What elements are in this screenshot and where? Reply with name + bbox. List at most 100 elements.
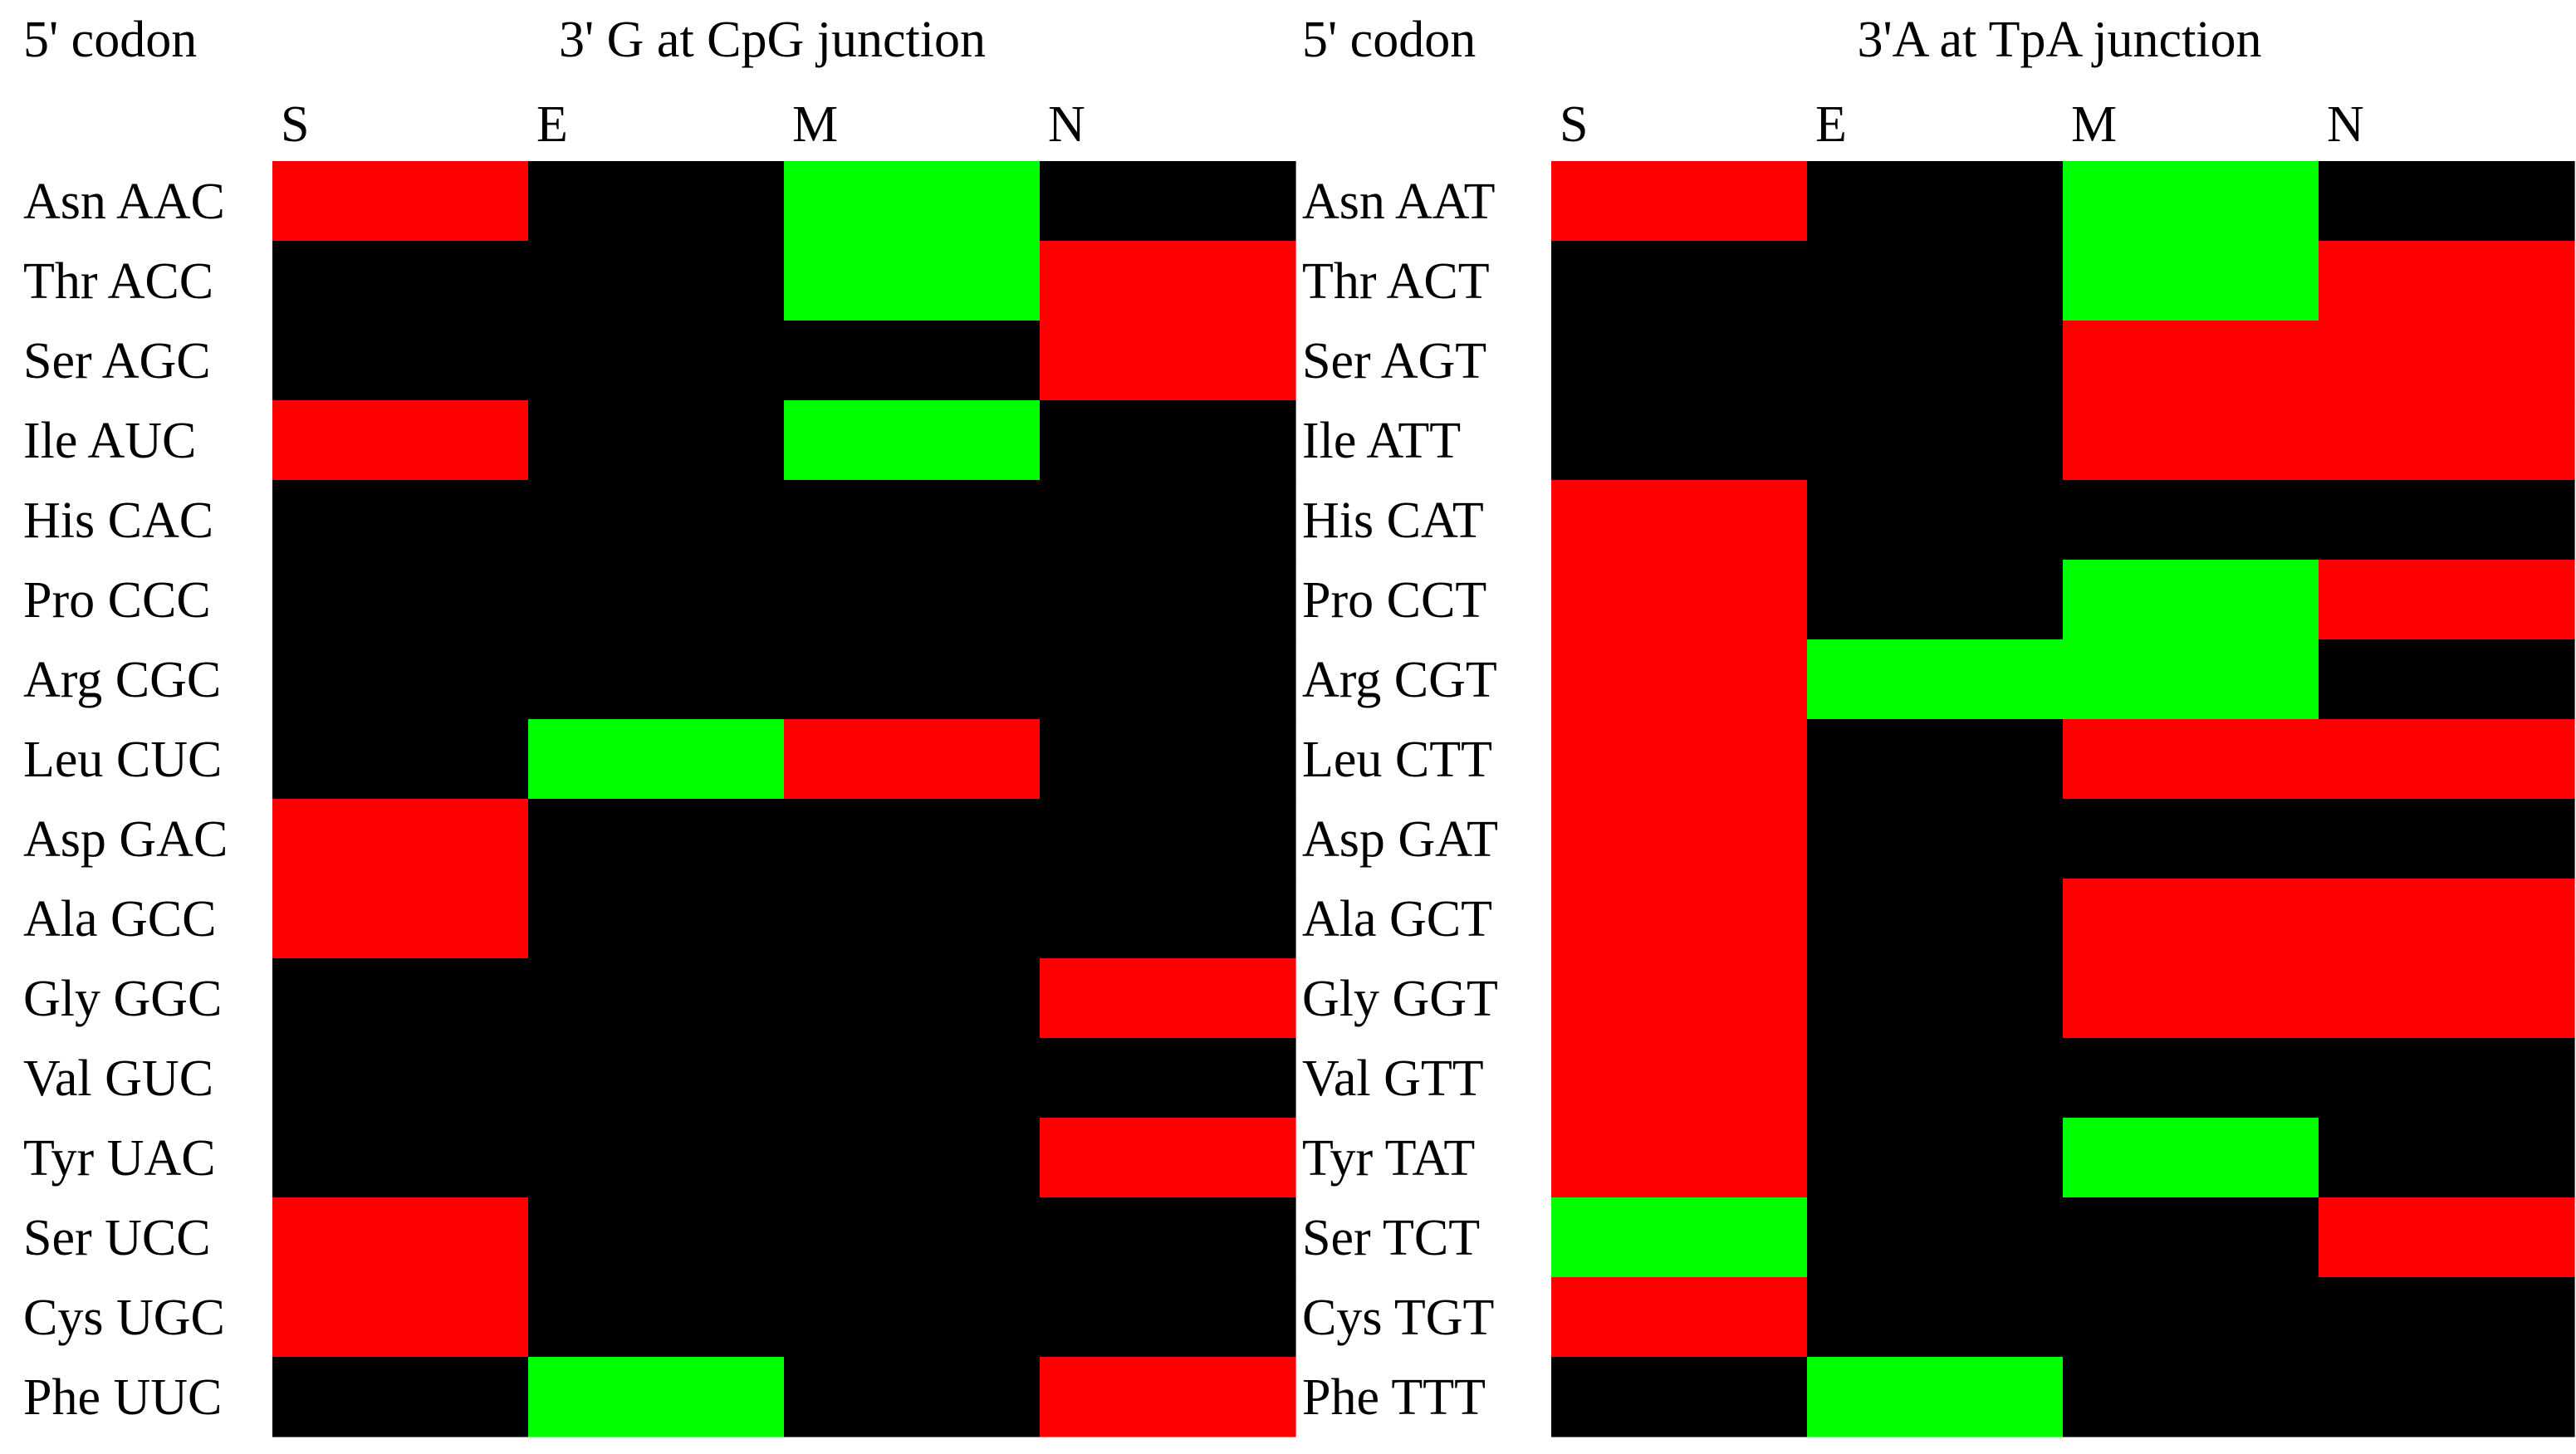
heatmap-cell-cpg-e [528, 241, 785, 321]
heatmap-cell-cpg-s [272, 799, 529, 879]
heatmap-cell-tpa-n [2319, 879, 2575, 959]
row-label-cpg: Leu CUC [23, 732, 222, 788]
row-header-right: 5' codon [1302, 12, 1476, 68]
heatmap-cell-tpa-n [2319, 639, 2575, 720]
heatmap-cell-cpg-s [272, 719, 529, 800]
row-label-cpg: Ser UCC [23, 1210, 211, 1266]
heatmap-cell-tpa-n [2319, 400, 2575, 481]
heatmap-cell-cpg-s [272, 241, 529, 321]
heatmap-cell-tpa-e [1807, 958, 2064, 1039]
heatmap-cell-cpg-e [528, 400, 785, 481]
heatmap-cell-cpg-n [1040, 1197, 1296, 1278]
heatmap-cell-tpa-n [2319, 241, 2575, 321]
heatmap-cell-cpg-m [784, 1277, 1041, 1358]
heatmap-cell-cpg-m [784, 799, 1041, 879]
heatmap-cell-tpa-s [1551, 1197, 1808, 1278]
heatmap-cell-tpa-e [1807, 639, 2064, 720]
heatmap-cell-tpa-n [2319, 560, 2575, 640]
heatmap-cell-cpg-m [784, 639, 1041, 720]
heatmap-cell-tpa-n [2319, 958, 2575, 1039]
heatmap-cell-tpa-s [1551, 958, 1808, 1039]
row-label-cpg: Ala GCC [23, 891, 217, 947]
heatmap-cell-cpg-e [528, 480, 785, 561]
heatmap-cell-cpg-s [272, 1038, 529, 1119]
heatmap-cell-cpg-n [1040, 879, 1296, 959]
heatmap-cell-tpa-e [1807, 161, 2064, 242]
heatmap-cell-tpa-m [2063, 1197, 2319, 1278]
heatmap-cell-cpg-m [784, 560, 1041, 640]
heatmap-cell-tpa-m [2063, 958, 2319, 1039]
heatmap-cell-tpa-m [2063, 241, 2319, 321]
heatmap-cell-cpg-m [784, 161, 1041, 242]
row-label-tpa: Arg CGT [1302, 652, 1497, 708]
heatmap-cell-tpa-n [2319, 321, 2575, 401]
row-label-cpg: Phe UUC [23, 1369, 222, 1426]
heatmap-cell-cpg-s [272, 639, 529, 720]
heatmap-cell-tpa-e [1807, 1118, 2064, 1198]
heatmap-cell-cpg-m [784, 400, 1041, 481]
heatmap-cell-tpa-e [1807, 480, 2064, 561]
heatmap-cell-tpa-n [2319, 1357, 2575, 1437]
row-label-cpg: Ile AUC [23, 413, 196, 469]
heatmap-cell-cpg-s [272, 1357, 529, 1437]
column-label-m-cpg: M [792, 96, 838, 153]
row-label-cpg: Gly GGC [23, 971, 222, 1027]
column-label-n-cpg: N [1048, 96, 1085, 153]
heatmap-cell-tpa-m [2063, 1038, 2319, 1119]
row-header-left: 5' codon [23, 12, 197, 68]
row-label-tpa: Gly GGT [1302, 971, 1498, 1027]
heatmap-cell-cpg-n [1040, 241, 1296, 321]
heatmap-cell-cpg-e [528, 560, 785, 640]
heatmap-cell-cpg-s [272, 161, 529, 242]
heatmap-cell-tpa-s [1551, 799, 1808, 879]
row-label-tpa: Ala GCT [1302, 891, 1492, 947]
row-label-cpg: Asp GAC [23, 811, 228, 868]
row-label-tpa: Val GTT [1302, 1050, 1484, 1107]
row-label-tpa: Cys TGT [1302, 1290, 1494, 1346]
heatmap-cell-cpg-m [784, 480, 1041, 561]
column-label-m-tpa: M [2071, 96, 2117, 153]
heatmap-cell-cpg-e [528, 879, 785, 959]
heatmap-cell-tpa-n [2319, 1277, 2575, 1358]
heatmap-cell-tpa-m [2063, 400, 2319, 481]
heatmap-cell-tpa-m [2063, 560, 2319, 640]
heatmap-cell-tpa-e [1807, 241, 2064, 321]
row-label-tpa: Ser TCT [1302, 1210, 1480, 1266]
heatmap-cell-cpg-s [272, 400, 529, 481]
row-label-tpa: Tyr TAT [1302, 1130, 1475, 1187]
heatmap-cell-cpg-n [1040, 1357, 1296, 1437]
heatmap-cell-cpg-n [1040, 1038, 1296, 1119]
row-label-cpg: Cys UGC [23, 1290, 225, 1346]
row-label-tpa: Pro CCT [1302, 572, 1486, 629]
heatmap-cell-tpa-m [2063, 1277, 2319, 1358]
heatmap-cell-tpa-e [1807, 1197, 2064, 1278]
heatmap-cell-cpg-s [272, 321, 529, 401]
heatmap-cell-cpg-s [272, 958, 529, 1039]
heatmap-cell-tpa-e [1807, 1038, 2064, 1119]
heatmap-cell-cpg-e [528, 799, 785, 879]
row-label-cpg: Pro CCC [23, 572, 211, 629]
heatmap-cell-tpa-m [2063, 799, 2319, 879]
heatmap-cell-tpa-e [1807, 879, 2064, 959]
row-label-cpg: His CAC [23, 492, 213, 549]
heatmap-cell-tpa-n [2319, 1118, 2575, 1198]
row-label-tpa: Phe TTT [1302, 1369, 1486, 1426]
heatmap-cell-tpa-s [1551, 1038, 1808, 1119]
heatmap-cell-cpg-n [1040, 161, 1296, 242]
heatmap-cell-cpg-e [528, 321, 785, 401]
heatmap-cell-tpa-n [2319, 1038, 2575, 1119]
heatmap-cell-tpa-m [2063, 161, 2319, 242]
column-label-e-tpa: E [1815, 96, 1847, 153]
row-label-tpa: Ser AGT [1302, 333, 1486, 389]
heatmap-cell-cpg-s [272, 879, 529, 959]
heatmap-cell-cpg-m [784, 1038, 1041, 1119]
heatmap-cell-cpg-e [528, 958, 785, 1039]
heatmap-cell-cpg-n [1040, 639, 1296, 720]
heatmap-cell-tpa-s [1551, 1118, 1808, 1198]
heatmap-cell-cpg-s [272, 560, 529, 640]
heatmap-cell-cpg-e [528, 1357, 785, 1437]
